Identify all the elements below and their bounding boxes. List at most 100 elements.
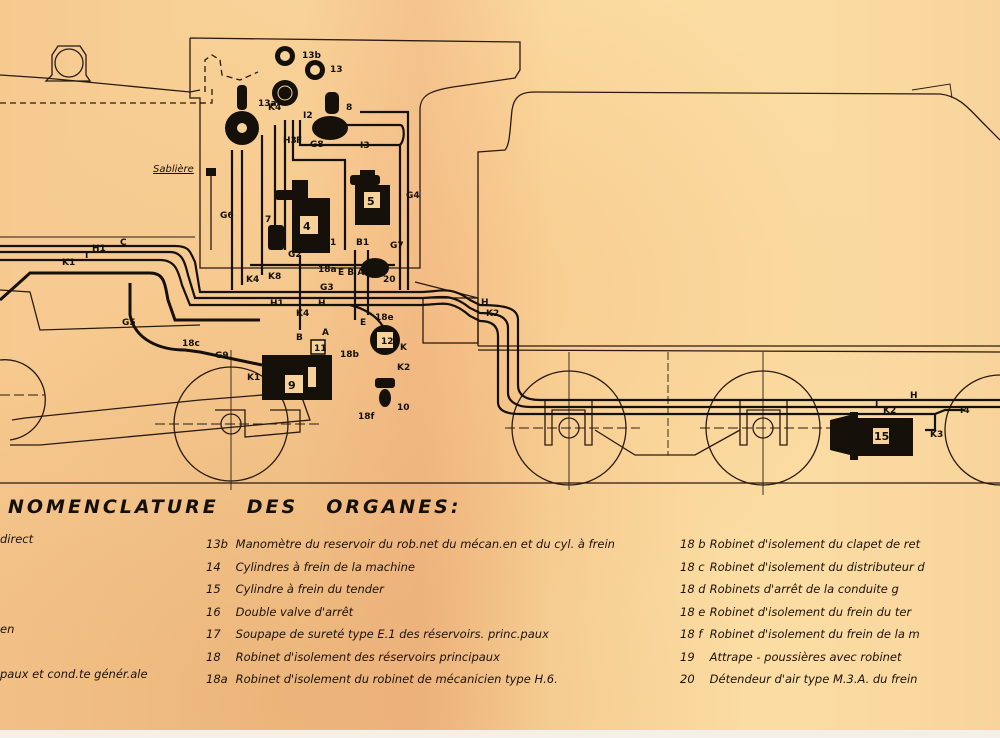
legend-item: 20 Détendeur d'air type M.3.A. du frein <box>680 668 925 691</box>
svg-text:H3: H3 <box>283 136 297 146</box>
legend-item: 18 d Robinets d'arrêt de la conduite g <box>680 578 925 601</box>
legend-item: paux et cond.te génér.ale <box>0 663 148 686</box>
svg-text:18f: 18f <box>358 412 375 422</box>
cab-outline <box>189 37 521 269</box>
firebox-fitting <box>204 54 259 92</box>
svg-text:K3: K3 <box>930 430 943 440</box>
svg-text:G7: G7 <box>390 241 404 251</box>
svg-text:13a: 13a <box>258 99 277 109</box>
legend-item <box>0 551 148 574</box>
legend-desc: Cylindres à frein de la machine <box>235 559 415 574</box>
legend-key: 17 <box>206 627 221 641</box>
legend-desc: Robinets d'arrêt de la conduite g <box>709 582 899 596</box>
legend-desc: Robinet d'isolement du frein du ter <box>709 604 912 619</box>
svg-text:I4: I4 <box>960 406 970 416</box>
legend-desc: Robinet d'isolement du robinet de mécani… <box>235 672 558 686</box>
svg-text:K1: K1 <box>62 258 75 268</box>
legend-desc: Détendeur d'air type M.3.A. du frein <box>709 672 918 686</box>
legend-item <box>0 641 148 664</box>
title-word-1: NOMENCLATURE <box>8 496 219 518</box>
svg-text:G5: G5 <box>122 318 136 328</box>
tender-frame-line <box>477 349 1000 353</box>
legend-item: direct <box>0 528 148 551</box>
svg-text:B1: B1 <box>356 238 369 248</box>
brake-schematic: 13b 13 13a 8 4 5 7 9 11 12 10 15 20 18a … <box>0 37 1000 495</box>
legend-key: 18a <box>206 672 228 686</box>
page-edge <box>0 730 1000 738</box>
legend-key: 18 d <box>680 582 706 596</box>
main-pipes <box>0 236 420 367</box>
tender-vent <box>911 83 953 99</box>
legend-item: 18 Robinet d'isolement des réservoirs pr… <box>206 646 615 669</box>
reducer-20 <box>361 258 389 278</box>
legend-key: 16 <box>206 604 221 619</box>
legend-key: 18 b <box>680 537 706 551</box>
legend-desc: en <box>0 622 15 636</box>
svg-text:I2: I2 <box>303 111 313 121</box>
svg-text:A1: A1 <box>323 238 336 248</box>
svg-text:K4: K4 <box>268 103 281 113</box>
legend-item: 18 e Robinet d'isolement du frein du ter <box>680 601 925 624</box>
loco-frame-front <box>0 289 201 331</box>
svg-text:13: 13 <box>330 65 343 75</box>
svg-text:13b: 13b <box>302 51 322 61</box>
svg-text:K4: K4 <box>296 309 309 319</box>
diagram-labels: 13b 13 13a 8 4 5 7 9 11 12 10 15 20 18a … <box>62 51 970 443</box>
legend-key: 15 <box>206 582 221 596</box>
sabliere-label: Sablière <box>153 163 194 175</box>
valve-5 <box>350 170 390 225</box>
svg-text:G2: G2 <box>288 250 302 260</box>
svg-text:8: 8 <box>346 103 352 113</box>
legend-key: 18 e <box>680 604 706 619</box>
svg-text:9: 9 <box>288 379 296 392</box>
legend-desc: Attrape - poussières avec robinet <box>709 649 902 664</box>
tender-pipes <box>419 289 1000 432</box>
loco-front-wheel <box>0 359 46 441</box>
legend-desc: Robinet d'isolement des réservoirs princ… <box>235 649 500 664</box>
dust-collector-10 <box>375 378 395 407</box>
legend-item: 16 Double valve d'arrêt <box>206 601 615 624</box>
legend-item: 18 f Robinet d'isolement du frein de la … <box>680 623 925 646</box>
title-word-3: ORGANES <box>326 496 451 518</box>
svg-text:K8: K8 <box>268 272 281 282</box>
legend-item: 14 Cylindres à frein de la machine <box>206 556 615 579</box>
tender-wheel-1 <box>505 352 640 490</box>
legend-item: 13b Manomètre du reservoir du rob.net du… <box>206 533 615 556</box>
legend-column-3: 18 b Robinet d'isolement du clapet de re… <box>680 533 925 691</box>
svg-text:10: 10 <box>397 403 410 413</box>
steam-dome <box>44 45 92 82</box>
legend-item <box>0 596 148 619</box>
filter-7 <box>268 225 284 250</box>
svg-text:18a: 18a <box>318 265 337 275</box>
component-11 <box>310 339 326 355</box>
legend-desc: Robinet d'isolement du distributeur d <box>709 559 925 574</box>
svg-text:K2: K2 <box>397 363 410 373</box>
svg-text:G6: G6 <box>220 211 234 221</box>
svg-text:18e: 18e <box>375 313 394 323</box>
svg-text:11: 11 <box>314 344 327 354</box>
svg-text:K: K <box>400 343 408 353</box>
legend-desc: Soupape de sureté type E.1 des réservoir… <box>235 627 549 641</box>
svg-text:15: 15 <box>874 430 889 443</box>
boiler-outline <box>0 74 201 93</box>
legend-key: 19 <box>680 649 695 664</box>
svg-text:K4: K4 <box>246 275 259 285</box>
legend-desc: Double valve d'arrêt <box>235 604 354 619</box>
legend-key: 14 <box>206 559 221 574</box>
tender-wheel-2 <box>700 352 830 495</box>
svg-text:G8: G8 <box>310 140 324 150</box>
svg-text:E B A: E B A <box>338 268 364 278</box>
svg-text:7: 7 <box>265 215 271 225</box>
svg-text:18c: 18c <box>182 339 200 349</box>
title-word-2: DES <box>246 496 299 518</box>
gauge-13b <box>275 46 295 66</box>
svg-text:12: 12 <box>381 337 394 347</box>
legend-key: 18 c <box>680 559 705 574</box>
svg-text:H: H <box>318 299 326 309</box>
legend-key: 20 <box>680 672 695 686</box>
gauge-13 <box>305 60 325 80</box>
gauge-13a <box>272 80 298 106</box>
legend-column-1: direct en paux et cond.te génér.ale <box>0 528 148 686</box>
svg-text:I3: I3 <box>360 141 370 151</box>
